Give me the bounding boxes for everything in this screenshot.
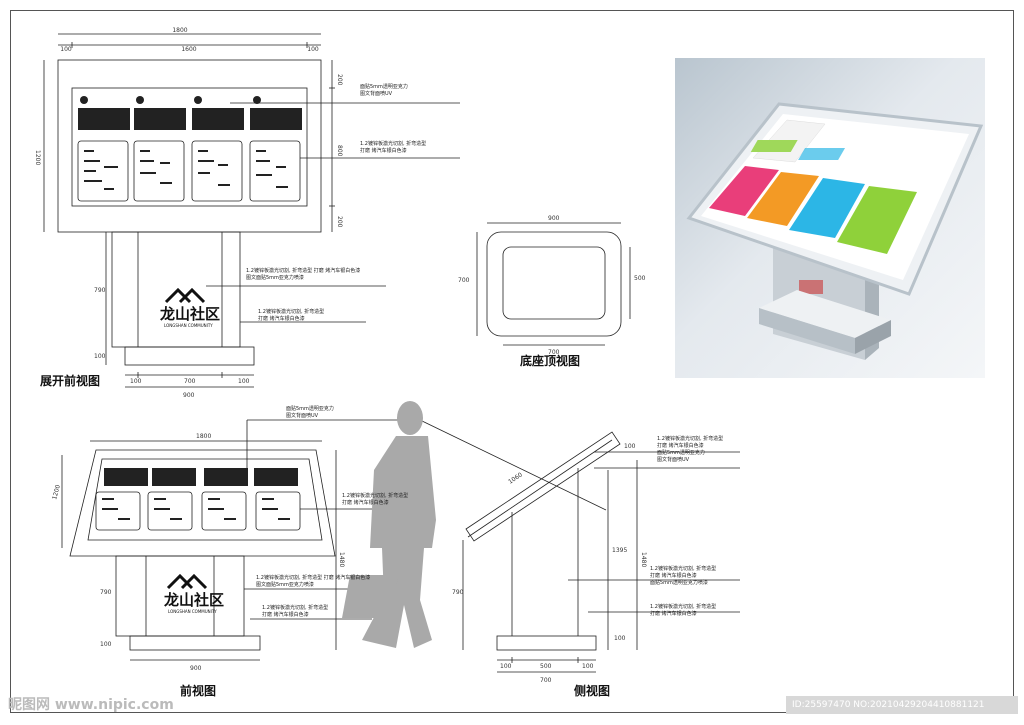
note-pillar-1: 1.2镀锌板激光切割, 折弯造型 打磨 烤汽车银白色漆图文面贴5mm亚克力喷漆: [246, 268, 361, 281]
front-expanded-base: [124, 346, 255, 366]
logo-text-2: 龙山社区: [163, 591, 224, 609]
dim-front-pillar: 790: [100, 589, 112, 596]
dim-side-base-height: 100: [614, 635, 626, 642]
dim-front-base-width: 900: [190, 665, 202, 672]
dim-panel-inner: 800: [336, 145, 343, 157]
dim-right-margin: 100: [307, 46, 319, 53]
dim-base-right: 100: [238, 378, 250, 385]
front-view-panel-content: [95, 468, 301, 531]
drawing-frame: [10, 10, 1014, 713]
dim-bottom-margin: 200: [336, 216, 343, 228]
base-top-inner: [502, 246, 606, 320]
note-base-1: 1.2镀锌板激光切割, 折弯造型打磨 烤汽车银白色漆: [258, 309, 325, 322]
dim-panel-width: 1600: [181, 46, 196, 53]
note-side-base: 1.2镀锌板激光切割, 折弯造型打磨 烤汽车银白色漆: [650, 604, 717, 617]
side-view-base: [496, 635, 597, 651]
logo-mark-1: [164, 287, 206, 304]
logo-text-1: 龙山社区: [159, 305, 220, 323]
title-base-top: 底座顶视图: [520, 354, 581, 368]
dim-front-panel-height: 1200: [51, 484, 62, 501]
dim-front-expanded-total: 1800: [172, 27, 187, 34]
dim-side-base-total: 700: [540, 677, 552, 684]
dim-side-panel-thickness: 100: [624, 443, 636, 450]
title-front-expanded: 展开前视图: [40, 374, 101, 388]
front-expanded-pillar: [111, 231, 241, 348]
front-expanded-panel: [71, 87, 308, 207]
dim-base-top-width: 900: [548, 215, 560, 222]
title-side: 侧视图: [574, 684, 611, 698]
dim-side-rear-height: 1395: [612, 547, 627, 554]
kiosk-render-svg: [686, 102, 984, 360]
dim-side-base-right: 100: [582, 663, 594, 670]
front-view-base: [129, 635, 261, 651]
dim-base-top-inner-depth: 500: [634, 275, 646, 282]
note-side-frame: 1.2镀锌板激光切割, 折弯造型打磨 烤汽车银白色漆面贴5mm透明亚克力图文背面…: [657, 436, 724, 463]
dim-side-front-height: 790: [452, 589, 464, 596]
note-panel-1: 面贴5mm透明亚克力图文背面喷UV: [360, 84, 408, 97]
note-panel-2: 面贴5mm透明亚克力图文背面喷UV: [286, 406, 334, 419]
kiosk-3d-render: [675, 58, 985, 378]
base-top-outer: [486, 231, 622, 337]
watermark-left: 昵图网 www.nipic.com: [8, 697, 174, 713]
title-front: 前视图: [180, 684, 217, 698]
note-base-2: 1.2镀锌板激光切割, 折弯造型打磨 烤汽车银白色漆: [262, 605, 329, 618]
dim-front-total-height: 1480: [338, 552, 345, 567]
logo-sub-2: LONGSHAN COMMUNITY: [168, 609, 217, 614]
note-frame-2: 1.2镀锌板激光切割, 折弯造型打磨 烤汽车银白色漆: [342, 493, 409, 506]
dim-left-margin: 100: [60, 46, 72, 53]
dim-side-base-left: 100: [500, 663, 512, 670]
dim-base-total: 900: [183, 392, 195, 399]
note-frame-1: 1.2镀锌板激光切割, 折弯造型打磨 烤汽车银白色漆: [360, 141, 427, 154]
dim-top-margin: 200: [336, 74, 343, 86]
logo-sub-1: LONGSHAN COMMUNITY: [164, 323, 213, 328]
dim-base-left: 100: [130, 378, 142, 385]
side-view-panel: [465, 431, 621, 542]
dim-front-base: 100: [100, 641, 112, 648]
note-pillar-2: 1.2镀锌板激光切割, 折弯造型 打磨 烤汽车银白色漆图文面贴5mm亚克力喷漆: [256, 575, 371, 588]
dim-side-total-height: 1480: [640, 552, 647, 567]
dim-base-height: 100: [94, 353, 106, 360]
dim-base-top-inner-width: 700: [548, 349, 560, 356]
dim-panel-height: 1200: [34, 150, 41, 165]
dim-side-panel-length: 1060: [507, 471, 524, 485]
front-view-frame: [69, 449, 336, 557]
dim-side-base-mid: 500: [540, 663, 552, 670]
dim-pillar-height: 790: [94, 287, 106, 294]
watermark-right: ID:25597470 NO:20210429204410881121: [786, 696, 1018, 714]
person-silhouette: [342, 401, 436, 648]
note-side-pillar: 1.2镀锌板激光切割, 折弯造型打磨 烤汽车银白色漆面贴5mm透明亚克力喷漆: [650, 566, 717, 586]
dim-base-top-depth: 700: [458, 277, 470, 284]
dim-front-width: 1800: [196, 433, 211, 440]
dim-base-middle: 700: [184, 378, 196, 385]
logo-mark-2: [166, 573, 208, 590]
front-expanded-panel-content: [77, 96, 302, 202]
